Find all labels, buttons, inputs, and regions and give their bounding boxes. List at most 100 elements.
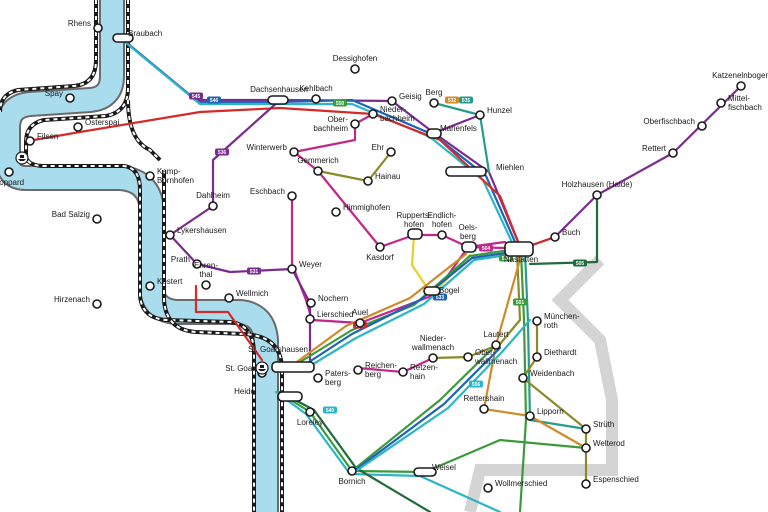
route-number: 532 (448, 98, 457, 104)
interchange-oelsberg[interactable] (461, 241, 477, 253)
route-number: 536 (218, 150, 227, 156)
station-label-prath: Prath (171, 255, 190, 264)
stop-ehrenthal[interactable] (201, 280, 211, 290)
stop-osterspai[interactable] (73, 122, 83, 132)
stop-himmighofen[interactable] (331, 207, 341, 217)
stop-weidenbach[interactable] (518, 373, 528, 383)
station-label-endlichhofen: Endlich-hofen (428, 211, 457, 229)
station-label-niederwallmenach: Nieder-wallmenach (411, 334, 454, 352)
route-number: 556 (472, 382, 481, 388)
stop-lautert[interactable] (491, 340, 501, 350)
stop-niederbachheim[interactable] (368, 109, 378, 119)
stop-oberfischbach[interactable] (697, 121, 707, 131)
interchange-ruppertshofen[interactable] (407, 228, 423, 240)
stop-muenchenroth[interactable] (532, 316, 542, 326)
stop-hainau[interactable] (363, 176, 373, 186)
stop-diethardt[interactable] (532, 352, 542, 362)
stop-buch[interactable] (550, 232, 560, 242)
stop-spay[interactable] (65, 93, 75, 103)
stop-kasdorf[interactable] (375, 242, 385, 252)
route-badge: 532 (445, 96, 459, 104)
station-label-loreley: Loreley (297, 418, 323, 427)
station-label-lykershausen: Lykershausen (177, 226, 227, 235)
ferry-icon (15, 151, 29, 165)
station-label-patersberg: Paters-berg (325, 369, 351, 387)
stop-winterwerb[interactable] (289, 147, 299, 157)
station-label-ruppertshofen: Rupperts-hofen (396, 211, 431, 229)
stop-boppard[interactable] (4, 167, 14, 177)
interchange-nastaetten[interactable] (504, 241, 534, 257)
interchange-weisel[interactable] (413, 467, 437, 477)
stop-strueth[interactable] (581, 424, 591, 434)
stop-lykershausen[interactable] (165, 230, 175, 240)
stop-rettert[interactable] (668, 148, 678, 158)
stop-weyer[interactable] (287, 264, 297, 274)
stop-bornich[interactable] (347, 466, 357, 476)
stop-ehr[interactable] (386, 147, 396, 157)
stop-gemmerich[interactable] (313, 166, 323, 176)
interchange-stgoarshausen[interactable] (271, 361, 315, 373)
station-label-muenchenroth: München-roth (544, 312, 580, 330)
stop-badsalzig[interactable] (92, 214, 102, 224)
stop-wollmerschied[interactable] (483, 483, 493, 493)
stop-lipporn[interactable] (525, 411, 535, 421)
bus-route-line (211, 98, 282, 208)
station-label-kasdorf: Kasdorf (366, 253, 394, 262)
station-label-bornich: Bornich (338, 477, 365, 486)
stop-oberwallmenach[interactable] (463, 352, 473, 362)
bus-route-line (518, 250, 528, 512)
stop-lierschied[interactable] (305, 314, 315, 324)
stop-mittelfischbach[interactable] (716, 98, 726, 108)
station-label-oberbachheim: Ober-bachheim (313, 115, 348, 133)
stop-reichenberg[interactable] (353, 365, 363, 375)
stop-dessighofen[interactable] (350, 64, 360, 74)
stop-wellmich[interactable] (224, 293, 234, 303)
stop-filsen[interactable] (25, 136, 35, 146)
stop-auel[interactable] (355, 318, 365, 328)
stop-katzenelnbogen[interactable] (736, 81, 746, 91)
stop-hunzel[interactable] (475, 110, 485, 120)
station-label-hirzenach: Hirzenach (54, 295, 90, 304)
interchange-miehlen[interactable] (445, 166, 487, 177)
stop-espenschied[interactable] (581, 479, 591, 489)
bus-route-line (523, 250, 588, 431)
stop-niederwallmenach[interactable] (428, 353, 438, 363)
interchange-heide[interactable] (277, 391, 303, 402)
stop-hirzenach[interactable] (92, 299, 102, 309)
interchange-bogel[interactable] (423, 286, 441, 296)
stop-prath[interactable] (192, 259, 202, 269)
stop-eschbach[interactable] (287, 191, 297, 201)
stop-welterod[interactable] (581, 443, 591, 453)
route-number: 505 (576, 261, 585, 267)
grey-band (464, 255, 618, 512)
station-label-dessighofen: Dessighofen (333, 54, 377, 63)
stop-endlichhofen[interactable] (437, 230, 447, 240)
stop-patersberg[interactable] (313, 373, 323, 383)
interchange-braubach[interactable] (112, 33, 134, 43)
stop-rettershain[interactable] (479, 404, 489, 414)
bus-route-line (352, 346, 502, 473)
station-label-ehrenthal: Ehren-thal (194, 261, 218, 279)
route-badge: 556 (469, 380, 483, 388)
stop-rhens[interactable] (93, 23, 103, 33)
stop-kehlbach[interactable] (311, 94, 321, 104)
station-label-dachsenhausen: Dachsenhausen (250, 85, 308, 94)
station-label-gemmerich: Gemmerich (297, 156, 338, 165)
station-labels-layer: RhensBraubachSpayOsterspaiFilsenBoppardK… (0, 19, 768, 488)
stop-loreley[interactable] (305, 407, 315, 417)
route-badge: 504 (479, 244, 493, 252)
stop-retzenhain[interactable] (398, 367, 408, 377)
station-label-eschbach: Eschbach (250, 187, 285, 196)
stop-kamp[interactable] (145, 171, 155, 181)
route-number: 533 (436, 295, 445, 301)
stop-berg[interactable] (429, 98, 439, 108)
stop-dahlheim[interactable] (208, 201, 218, 211)
stop-nochern[interactable] (306, 298, 316, 308)
stop-kestert[interactable] (145, 281, 155, 291)
stop-geisig[interactable] (387, 96, 397, 106)
stop-holzhausen[interactable] (592, 190, 602, 200)
stop-oberbachheim[interactable] (350, 119, 360, 129)
interchange-marienfels[interactable] (426, 128, 442, 139)
route-badge: 505 (573, 259, 587, 267)
interchange-dachsenhausen[interactable] (267, 95, 289, 105)
